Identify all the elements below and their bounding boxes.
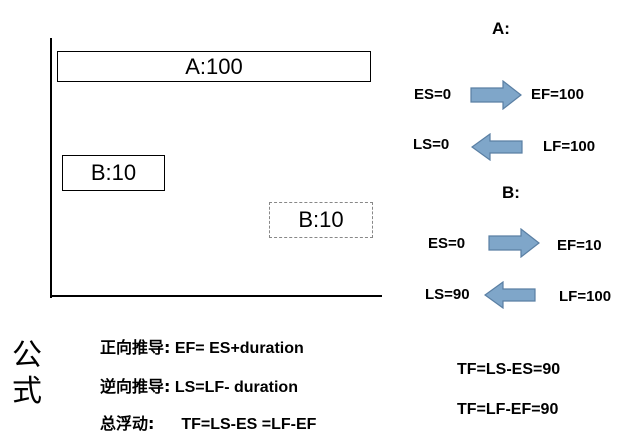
- bar-b-early: B:10: [62, 155, 165, 191]
- formula-float-expr: TF=LS-ES =LF-EF: [181, 416, 317, 433]
- y-axis: [50, 38, 52, 298]
- bar-a: A:100: [57, 51, 371, 82]
- panel-a-ef: EF=100: [531, 86, 584, 103]
- bar-b-late: B:10: [269, 202, 373, 238]
- x-axis: [50, 295, 382, 297]
- arrow-right-icon: [488, 228, 540, 258]
- formula-float: 总浮动: TF=LS-ES =LF-EF: [100, 410, 316, 434]
- formula-forward-label: 正向推导:: [100, 338, 171, 357]
- formula-backward-label: 逆向推导:: [100, 377, 171, 396]
- formula-backward-expr: LS=LF- duration: [174, 379, 298, 396]
- formula-tf-2: TF=LF-EF=90: [457, 401, 559, 418]
- panel-b-es: ES=0: [428, 235, 466, 252]
- panel-a-ls: LS=0: [413, 136, 450, 153]
- panel-a-title: A:: [492, 19, 510, 38]
- panel-a-lf: LF=100: [543, 138, 596, 155]
- formula-tf-1: TF=LS-ES=90: [457, 361, 561, 378]
- arrow-left-icon: [471, 133, 523, 161]
- arrow-left-icon: [484, 281, 536, 309]
- panel-b-ls: LS=90: [425, 286, 470, 303]
- formula-forward-expr: EF= ES+duration: [174, 340, 304, 357]
- formula-backward: 逆向推导: LS=LF- duration: [100, 373, 298, 397]
- panel-a-es: ES=0: [414, 86, 452, 103]
- formula-float-label: 总浮动:: [100, 414, 155, 433]
- panel-b-lf: LF=100: [559, 288, 612, 305]
- arrow-right-icon: [470, 80, 522, 110]
- formula-side-label: 公式: [12, 338, 42, 409]
- panel-b-title: B:: [502, 183, 520, 202]
- formula-forward: 正向推导: EF= ES+duration: [100, 334, 304, 358]
- panel-b-ef: EF=10: [557, 237, 602, 254]
